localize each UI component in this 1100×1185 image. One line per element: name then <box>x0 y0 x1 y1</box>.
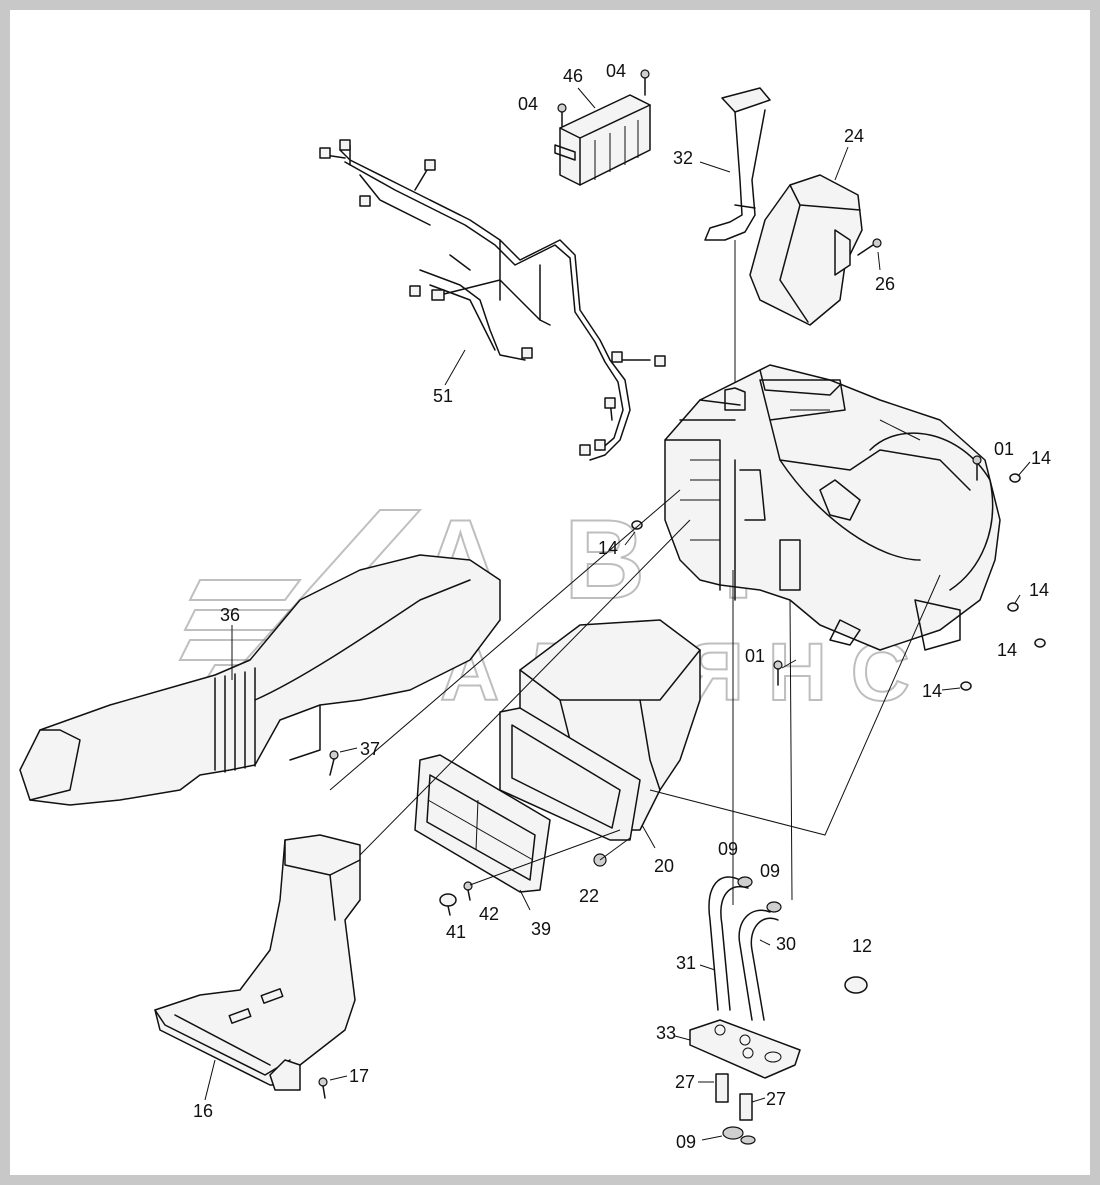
callout-12: 12 <box>852 936 872 956</box>
plug-14-a <box>1009 473 1021 483</box>
callout-14-c: 14 <box>1029 580 1049 600</box>
callout-04-right: 04 <box>606 61 626 81</box>
callout-42: 42 <box>479 904 499 924</box>
callout-32: 32 <box>673 148 693 168</box>
callout-labels: 46 04 04 32 24 26 51 01 14 14 14 14 14 0… <box>193 61 1051 1152</box>
callout-39: 39 <box>531 919 551 939</box>
callout-01-lower: 01 <box>745 646 765 666</box>
hose-clamp-09-c <box>722 1126 756 1145</box>
duct-hose-32 <box>704 87 771 390</box>
hose-clamp-09-b <box>766 901 782 913</box>
callout-20: 20 <box>654 856 674 876</box>
screw-42 <box>463 881 473 901</box>
callout-04-left: 04 <box>518 94 538 114</box>
callout-14-d: 14 <box>997 640 1017 660</box>
callout-37: 37 <box>360 739 380 759</box>
bolt-01-lower <box>773 660 783 686</box>
callout-14-b: 14 <box>598 538 618 558</box>
callout-31: 31 <box>676 953 696 973</box>
callout-24: 24 <box>844 126 864 146</box>
callout-09-b: 09 <box>760 861 780 881</box>
screw-04-right <box>640 69 650 96</box>
callout-09-c: 09 <box>676 1132 696 1152</box>
assembly-lines <box>329 489 941 905</box>
callout-22: 22 <box>579 886 599 906</box>
callout-27-b: 27 <box>766 1089 786 1109</box>
callout-41: 41 <box>446 922 466 942</box>
callout-51: 51 <box>433 386 453 406</box>
screw-17 <box>318 1077 328 1099</box>
cap-12 <box>844 976 868 994</box>
heater-unit-assembly <box>664 364 1001 651</box>
floor-duct-16 <box>154 834 361 1091</box>
callout-01-upper: 01 <box>994 439 1014 459</box>
callout-33: 33 <box>656 1023 676 1043</box>
air-duct-36 <box>19 554 501 806</box>
wiring-harness-51 <box>319 139 666 461</box>
plug-14-c <box>1007 602 1019 612</box>
hose-clamp-09-a <box>737 876 753 888</box>
leader-lines <box>204 87 1031 1141</box>
callout-17: 17 <box>349 1066 369 1086</box>
pipe-27-a <box>715 1073 729 1103</box>
control-unit-46 <box>554 94 651 186</box>
plug-14-b <box>631 520 643 530</box>
callout-09-a: 09 <box>718 839 738 859</box>
callout-30: 30 <box>776 934 796 954</box>
callout-26: 26 <box>875 274 895 294</box>
plug-14-e <box>960 681 972 691</box>
callout-14-a: 14 <box>1031 448 1051 468</box>
pipe-27-b <box>739 1093 753 1121</box>
plug-14-d <box>1034 638 1046 648</box>
screw-04-left <box>557 103 567 127</box>
callout-36: 36 <box>220 605 240 625</box>
air-duct-24 <box>749 174 863 326</box>
grommet-plate-33 <box>689 1019 801 1079</box>
hose-30 <box>738 909 779 1021</box>
screw-26 <box>857 238 882 256</box>
callout-27-a: 27 <box>675 1072 695 1092</box>
screw-37 <box>329 750 339 776</box>
filter-element-39 <box>414 754 551 893</box>
callout-14-e: 14 <box>922 681 942 701</box>
knob-41 <box>439 893 457 916</box>
bolt-01-upper <box>972 455 982 481</box>
callout-46: 46 <box>563 66 583 86</box>
callout-16: 16 <box>193 1101 213 1121</box>
